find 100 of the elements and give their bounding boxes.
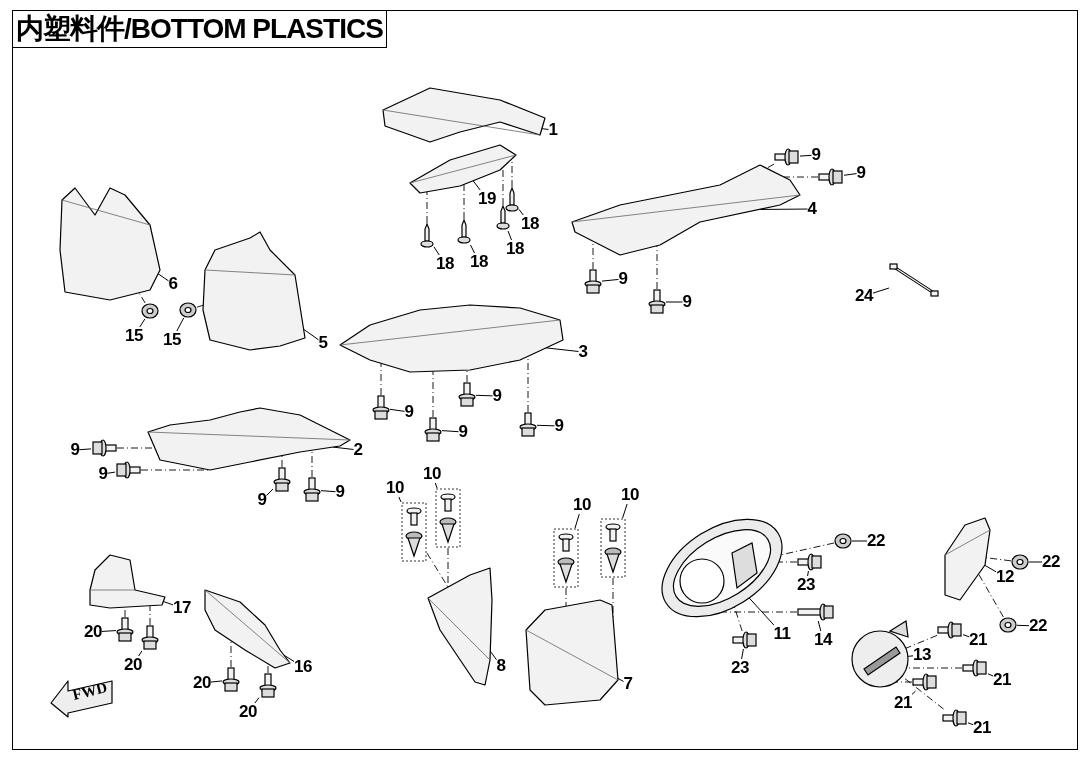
callout-number: 19 bbox=[478, 190, 496, 208]
leader-line bbox=[472, 180, 481, 191]
leader-line bbox=[441, 430, 459, 433]
callout-number: 10 bbox=[386, 479, 404, 497]
bolt-icon bbox=[942, 709, 968, 727]
leader-line bbox=[617, 677, 624, 682]
callout-number: 9 bbox=[554, 417, 564, 435]
leader-line bbox=[398, 496, 402, 503]
alignment-line bbox=[149, 605, 151, 626]
bolt-icon bbox=[273, 467, 291, 493]
bolt-icon bbox=[774, 148, 800, 166]
leader-line bbox=[843, 173, 857, 176]
bolt-icon bbox=[115, 461, 141, 479]
leader-line bbox=[434, 482, 438, 489]
alignment-line bbox=[766, 163, 775, 169]
washer-icon bbox=[179, 302, 197, 318]
alignment-line bbox=[138, 292, 146, 304]
bolt-icon bbox=[424, 417, 442, 443]
callout-number: 6 bbox=[168, 275, 178, 293]
leader-line bbox=[254, 697, 260, 704]
bolt-icon bbox=[222, 667, 240, 693]
plastic-panel-drawing bbox=[570, 163, 802, 257]
callout-number: 9 bbox=[856, 164, 866, 182]
title: 内塑料件/BOTTOM PLASTICS bbox=[12, 10, 387, 48]
callout-number: 9 bbox=[335, 483, 345, 501]
bolt-icon bbox=[259, 673, 277, 699]
callout-number: 20 bbox=[239, 703, 257, 721]
callout-number: 20 bbox=[124, 656, 142, 674]
bolt-icon bbox=[962, 659, 988, 677]
bolt-icon bbox=[141, 625, 159, 651]
leader-line bbox=[101, 630, 117, 632]
leader-line bbox=[907, 655, 914, 657]
washer-icon bbox=[834, 533, 852, 549]
alignment-line bbox=[783, 176, 819, 178]
callout-number: 9 bbox=[682, 293, 692, 311]
leader-line bbox=[601, 278, 619, 282]
callout-number: 3 bbox=[578, 343, 588, 361]
alignment-line bbox=[906, 667, 963, 669]
leader-line bbox=[807, 570, 809, 577]
plastic-panel-drawing bbox=[203, 588, 292, 670]
callout-number: 18 bbox=[506, 240, 524, 258]
leader-line bbox=[1016, 624, 1030, 627]
leader-line bbox=[303, 328, 319, 341]
leader-line bbox=[157, 273, 169, 282]
alignment-line bbox=[230, 640, 232, 668]
alignment-line bbox=[426, 191, 428, 224]
leader-line bbox=[139, 318, 146, 328]
leader-line bbox=[984, 564, 997, 573]
leader-line bbox=[851, 540, 868, 542]
callout-number: 5 bbox=[318, 334, 328, 352]
callout-number: 2 bbox=[353, 441, 363, 459]
callout-number: 10 bbox=[573, 496, 591, 514]
leader-line bbox=[741, 648, 744, 660]
callout-number: 21 bbox=[969, 631, 987, 649]
leader-line bbox=[541, 128, 549, 130]
leader-line bbox=[574, 513, 580, 529]
callout-number: 9 bbox=[404, 403, 414, 421]
rivet-icon bbox=[420, 223, 434, 249]
bolt-icon bbox=[303, 477, 321, 503]
alignment-line bbox=[196, 304, 204, 308]
bolt-icon bbox=[937, 621, 963, 639]
callout-number: 7 bbox=[623, 675, 633, 693]
alignment-line bbox=[267, 663, 269, 674]
leader-line bbox=[162, 601, 174, 606]
leader-line bbox=[1028, 561, 1043, 563]
callout-number: 16 bbox=[294, 658, 312, 676]
callout-number: 12 bbox=[996, 568, 1014, 586]
leader-line bbox=[433, 246, 440, 256]
plastic-panel-drawing bbox=[201, 230, 307, 352]
leader-line bbox=[389, 408, 405, 412]
callout-number: 21 bbox=[993, 671, 1011, 689]
callout-number: 15 bbox=[125, 327, 143, 345]
bolt-icon bbox=[519, 412, 537, 438]
plastic-panel-drawing bbox=[88, 553, 167, 610]
clip-icon bbox=[600, 518, 626, 578]
leader-line bbox=[967, 722, 974, 726]
callout-number: 9 bbox=[98, 465, 108, 483]
alignment-line bbox=[463, 183, 465, 220]
bolt-icon bbox=[116, 617, 134, 643]
plastic-panel-drawing bbox=[381, 86, 547, 144]
bolt-icon bbox=[818, 168, 844, 186]
callout-number: 23 bbox=[797, 576, 815, 594]
leader-line bbox=[872, 287, 890, 294]
callout-number: 8 bbox=[496, 657, 506, 675]
leader-line bbox=[266, 488, 274, 496]
callout-number: 1 bbox=[548, 121, 558, 139]
callout-number: 21 bbox=[894, 694, 912, 712]
callout-number: 21 bbox=[973, 719, 991, 737]
bolt-icon bbox=[458, 382, 476, 408]
plastic-panel-drawing bbox=[426, 566, 494, 687]
bolt-icon bbox=[797, 553, 823, 571]
callout-number: 14 bbox=[814, 631, 832, 649]
leader-line bbox=[107, 471, 116, 474]
callout-number: 20 bbox=[193, 674, 211, 692]
alignment-line bbox=[426, 552, 449, 588]
alignment-line bbox=[311, 449, 313, 478]
callout-number: 22 bbox=[1042, 553, 1060, 571]
clip-icon bbox=[435, 488, 461, 548]
bolt-icon bbox=[372, 395, 390, 421]
bolt-icon bbox=[91, 439, 117, 457]
